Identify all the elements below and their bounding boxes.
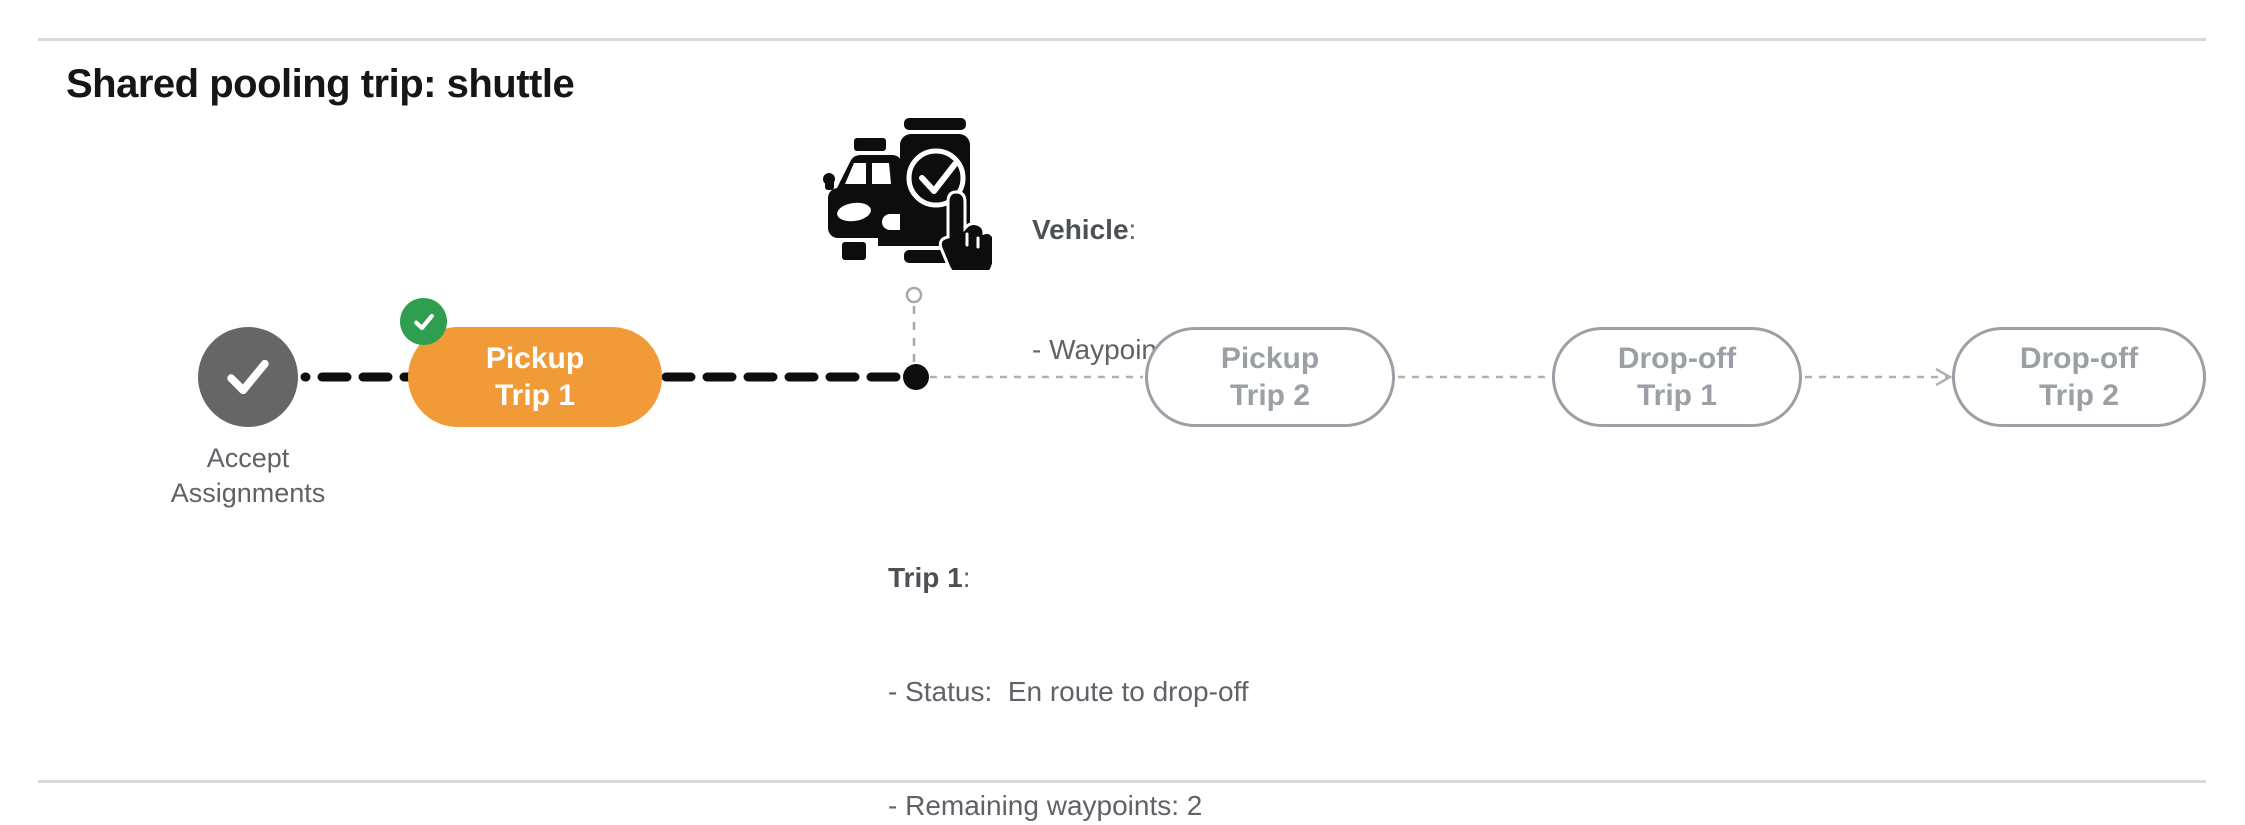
node-label: Drop-off Trip 1 — [1617, 342, 1737, 412]
vehicle-marker-circle — [905, 286, 923, 304]
hand-icon — [938, 190, 992, 270]
accept-assignments-node — [198, 327, 298, 427]
car-icon — [823, 138, 922, 260]
vehicle-info-title: Vehicle: — [1032, 214, 1137, 245]
node-label: Pickup Trip 2 — [1220, 342, 1320, 412]
vehicle-icon — [823, 118, 992, 270]
node-label: Pickup Trip 1 — [485, 342, 585, 412]
node-label: Drop-off Trip 2 — [2019, 342, 2139, 412]
accept-assignments-label: Accept Assignments — [170, 443, 326, 508]
node-dropoff-trip-1: Drop-off Trip 1 — [1552, 327, 1802, 427]
trip1-waypoints: - Remaining waypoints: 2 — [888, 790, 1203, 821]
arrowhead-icon — [1935, 367, 1953, 387]
top-divider — [38, 38, 2206, 41]
trip1-title: Trip 1: — [888, 562, 971, 593]
node-dropoff-trip-2: Drop-off Trip 2 — [1952, 327, 2206, 427]
node-pickup-trip-1: Pickup Trip 1 — [408, 327, 662, 427]
node-pickup-trip-2: Pickup Trip 2 — [1145, 327, 1395, 427]
check-icon — [919, 161, 958, 194]
trip-info: Trip 1: - Status: En route to drop-off -… — [888, 483, 1249, 825]
completed-badge — [400, 298, 447, 345]
page-title: Shared pooling trip: shuttle — [66, 62, 575, 106]
check-circle-icon — [906, 148, 966, 208]
bottom-divider — [38, 780, 2206, 783]
check-icon — [227, 359, 269, 395]
check-icon — [413, 313, 434, 330]
trip1-status: - Status: En route to drop-off — [888, 676, 1249, 707]
current-position-dot — [903, 364, 929, 390]
